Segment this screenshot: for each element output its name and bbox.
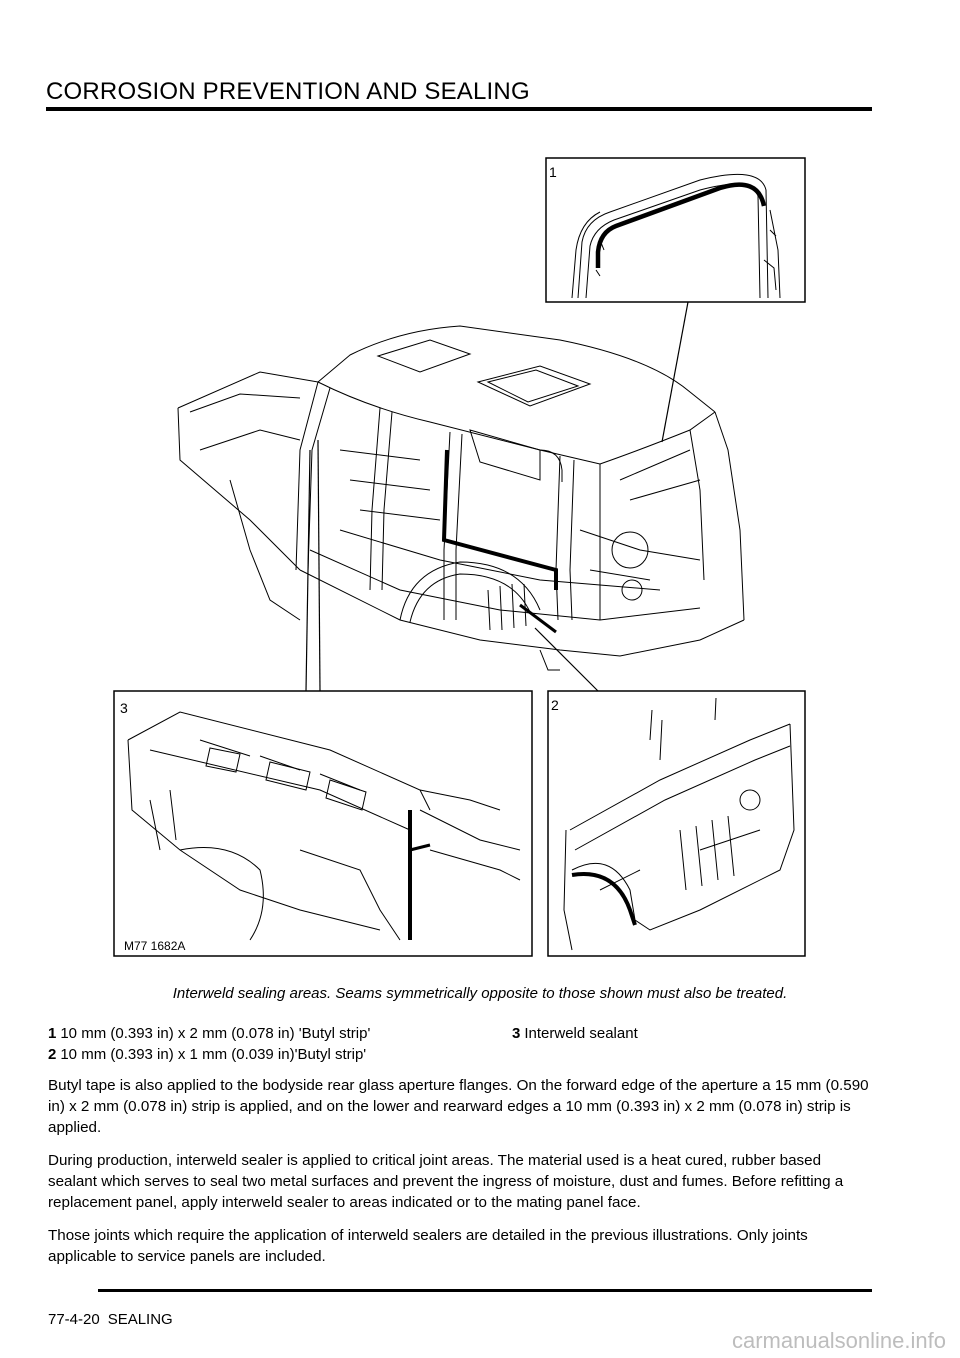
page-number: 77-4-20 bbox=[48, 1311, 100, 1328]
body-shell-illustration: 1 3 2 M77 1682A bbox=[113, 157, 806, 957]
inset-3-bulkhead bbox=[127, 711, 521, 941]
footer-rule bbox=[98, 1289, 872, 1292]
figure-code: M77 1682A bbox=[124, 939, 185, 953]
page-title: CORROSION PREVENTION AND SEALING bbox=[46, 78, 530, 105]
figure-caption: Interweld sealing areas. Seams symmetric… bbox=[172, 985, 788, 1002]
paragraph-interweld-sealer: During production, interweld sealer is a… bbox=[48, 1152, 844, 1211]
callout-2: 2 bbox=[551, 697, 559, 713]
header-rule bbox=[46, 107, 872, 111]
paragraph-butyl-tape: Butyl tape is also applied to the bodysi… bbox=[48, 1077, 869, 1136]
inset-1-aperture bbox=[571, 173, 781, 299]
inset-box-3 bbox=[113, 690, 533, 957]
main-body-shell bbox=[177, 325, 745, 671]
paragraph-joints: Those joints which require the applicati… bbox=[48, 1227, 808, 1265]
inset-2-quarter bbox=[563, 697, 795, 951]
section-name: SEALING bbox=[107, 1311, 173, 1328]
page-footer: 77-4-20 SEALING bbox=[48, 1311, 181, 1328]
watermark: carmanualsonline.info bbox=[731, 1328, 946, 1353]
inset-box-2 bbox=[547, 690, 806, 957]
inset-box-1 bbox=[545, 157, 806, 303]
callout-3: 3 bbox=[120, 700, 128, 716]
callout-1: 1 bbox=[549, 164, 557, 180]
